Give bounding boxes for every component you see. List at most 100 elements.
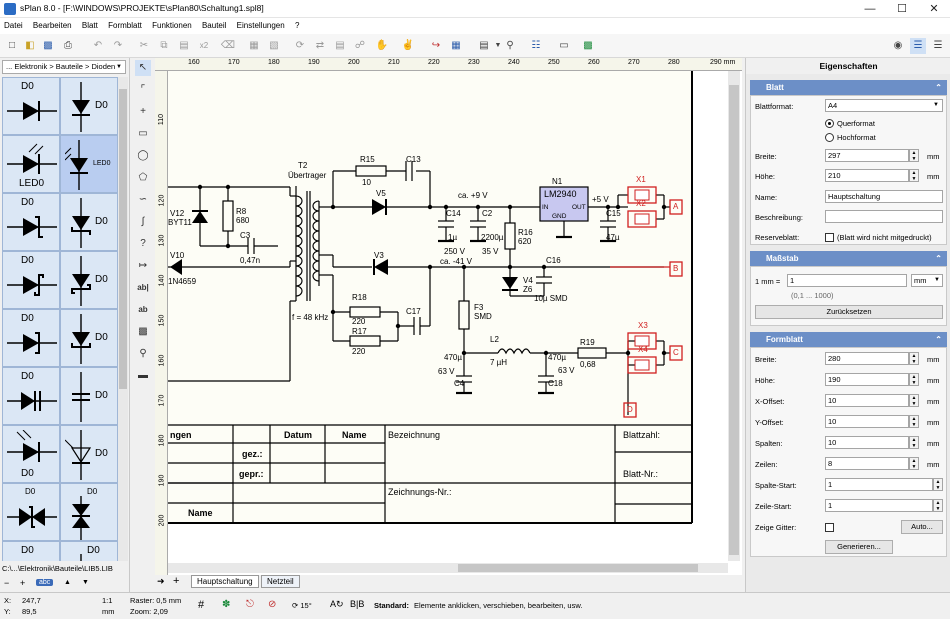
circle-icon[interactable]: ◯ — [137, 150, 149, 161]
library-cell[interactable]: D0 — [2, 251, 60, 309]
connect-icon[interactable]: ↪ — [431, 40, 441, 51]
bookmark-icon[interactable]: ▦ — [451, 40, 461, 51]
zeilestart-input[interactable]: 1 — [825, 499, 933, 512]
maximize-button[interactable]: ☐ — [897, 3, 907, 15]
add-sheet-icon[interactable]: + — [173, 575, 180, 587]
magnet-icon[interactable]: ⎋ — [246, 599, 254, 610]
save-icon[interactable]: ▩ — [43, 40, 53, 51]
library-cell[interactable]: LED0 — [2, 135, 60, 193]
scroll-thumb[interactable] — [119, 89, 127, 389]
breite-stepper[interactable]: ▲▼ — [909, 149, 919, 162]
component-library-icon[interactable]: ▩ — [583, 40, 593, 51]
menu-bearbeiten[interactable]: Bearbeiten — [32, 21, 72, 30]
mirror-text-icon[interactable]: B|B — [350, 599, 365, 609]
section-massstab[interactable]: Maßstab⌃ — [750, 251, 947, 266]
library-scrollbar[interactable] — [118, 77, 128, 561]
rotation-angle[interactable]: ⟳ 15° — [292, 601, 312, 610]
paste-icon[interactable]: ▤ — [179, 40, 189, 51]
menu-blatt[interactable]: Blatt — [81, 21, 98, 30]
library-cell[interactable]: D0 — [60, 541, 118, 561]
textbox-icon[interactable]: ab — [138, 305, 148, 314]
add-button[interactable]: + — [20, 578, 26, 588]
ruler-icon[interactable]: ▬ — [138, 370, 148, 381]
library-cell-selected[interactable]: LED0 — [60, 135, 118, 193]
rectangle-icon[interactable]: ▭ — [138, 128, 148, 139]
yoffset-input[interactable]: 10 — [825, 415, 909, 428]
beschreibung-input[interactable] — [825, 210, 943, 223]
close-button[interactable]: ✕ — [929, 3, 939, 15]
junction-icon[interactable]: + — [140, 106, 146, 117]
delete-icon[interactable]: ⌫ — [220, 40, 236, 51]
xoffset-input[interactable]: 10 — [825, 394, 909, 407]
zeilen-input[interactable]: 8 — [825, 457, 909, 470]
menu-help[interactable]: ? — [294, 21, 300, 30]
section-formblatt[interactable]: Formblatt⌃ — [750, 332, 947, 347]
spalten-stepper[interactable]: ▲▼ — [909, 436, 919, 449]
text-orientation-icon[interactable]: A↻ — [330, 599, 344, 609]
collapse-icon[interactable]: ⌃ — [935, 335, 942, 344]
fb-breite-input[interactable]: 280 — [825, 352, 909, 365]
snap-icon[interactable]: ✽ — [222, 599, 231, 610]
hoehe-stepper[interactable]: ▲▼ — [909, 169, 919, 182]
pointer-icon[interactable]: ↖ — [135, 60, 151, 76]
fb-breite-stepper[interactable]: ▲▼ — [909, 352, 919, 365]
library-cell[interactable]: D0 — [2, 367, 60, 425]
menu-bauteil[interactable]: Bauteil — [201, 21, 227, 30]
tab-netzteil[interactable]: Netzteil — [261, 575, 300, 588]
magnifier-icon[interactable]: ⚲ — [139, 348, 147, 359]
minimize-button[interactable]: — — [864, 3, 876, 15]
library-cell[interactable]: D0 — [60, 309, 118, 367]
hand2-icon[interactable]: ✌ — [401, 40, 415, 51]
name-input[interactable]: Hauptschaltung — [825, 190, 943, 203]
collapse-icon[interactable]: ⌃ — [935, 254, 942, 263]
library-cell[interactable]: D0 — [2, 309, 60, 367]
library-cell[interactable]: D0 — [60, 251, 118, 309]
rotate-icon[interactable]: ⟳ — [295, 40, 305, 51]
zoom-icon[interactable]: ⚲ — [506, 40, 514, 51]
measure-icon[interactable]: ↦ — [138, 260, 148, 271]
blattformat-select[interactable]: A4▼ — [825, 99, 943, 112]
fb-hoehe-input[interactable]: 190 — [825, 373, 909, 386]
ungroup-icon[interactable]: ▧ — [269, 40, 279, 51]
menu-datei[interactable]: Datei — [4, 21, 23, 30]
page-view-icon[interactable]: ▤ — [479, 40, 489, 51]
menu-formblatt[interactable]: Formblatt — [108, 21, 142, 30]
image-icon[interactable]: ▩ — [138, 326, 148, 337]
spalten-input[interactable]: 10 — [825, 436, 909, 449]
spaltestart-stepper[interactable]: ▲▼ — [933, 478, 943, 491]
undo-icon[interactable]: ↶ — [93, 40, 103, 51]
xoffset-stepper[interactable]: ▲▼ — [909, 394, 919, 407]
properties-icon[interactable]: ☰ — [910, 38, 926, 54]
menu-funktionen[interactable]: Funktionen — [152, 21, 192, 30]
redo-icon[interactable]: ↷ — [113, 40, 123, 51]
grid-icon[interactable]: # — [198, 599, 205, 611]
open-folder-icon[interactable]: ◧ — [25, 40, 35, 51]
library-cell[interactable]: D0 — [2, 193, 60, 251]
library-cell[interactable]: D0 — [60, 193, 118, 251]
move-down-button[interactable]: ▼ — [82, 579, 89, 586]
menu-einstellungen[interactable]: Einstellungen — [236, 21, 285, 30]
list-icon[interactable]: ☰ — [933, 40, 943, 51]
move-up-button[interactable]: ▲ — [64, 579, 71, 586]
library-cell[interactable]: D0 — [2, 541, 60, 561]
polygon-icon[interactable]: ⬠ — [138, 172, 148, 183]
stamp-icon[interactable]: ☍ — [354, 40, 366, 51]
align-icon[interactable]: ▤ — [335, 40, 345, 51]
screen-icon[interactable]: ▭ — [559, 40, 569, 51]
reset-button[interactable]: Zurücksetzen — [755, 305, 943, 319]
library-cell[interactable]: D0 — [2, 483, 60, 541]
library-cell[interactable]: D0 — [2, 77, 60, 135]
zeilen-stepper[interactable]: ▲▼ — [909, 457, 919, 470]
group-icon[interactable]: ▦ — [249, 40, 259, 51]
text-icon[interactable]: ab| — [137, 283, 149, 292]
line-icon[interactable]: ⌜ — [140, 84, 146, 95]
hand-icon[interactable]: ✋ — [375, 40, 389, 51]
hoehe-input[interactable]: 210 — [825, 169, 909, 182]
print-icon[interactable]: ⎙ — [64, 40, 72, 51]
hierarchy-icon[interactable]: ☷ — [531, 40, 541, 51]
drawing-canvas[interactable]: 160 170 180 190 200 210 220 230 240 250 … — [155, 58, 742, 575]
page-dropdown-icon[interactable]: ▼ — [494, 42, 502, 49]
fb-hoehe-stepper[interactable]: ▲▼ — [909, 373, 919, 386]
remove-button[interactable]: − — [4, 578, 10, 588]
auto-button[interactable]: Auto... — [901, 520, 943, 534]
